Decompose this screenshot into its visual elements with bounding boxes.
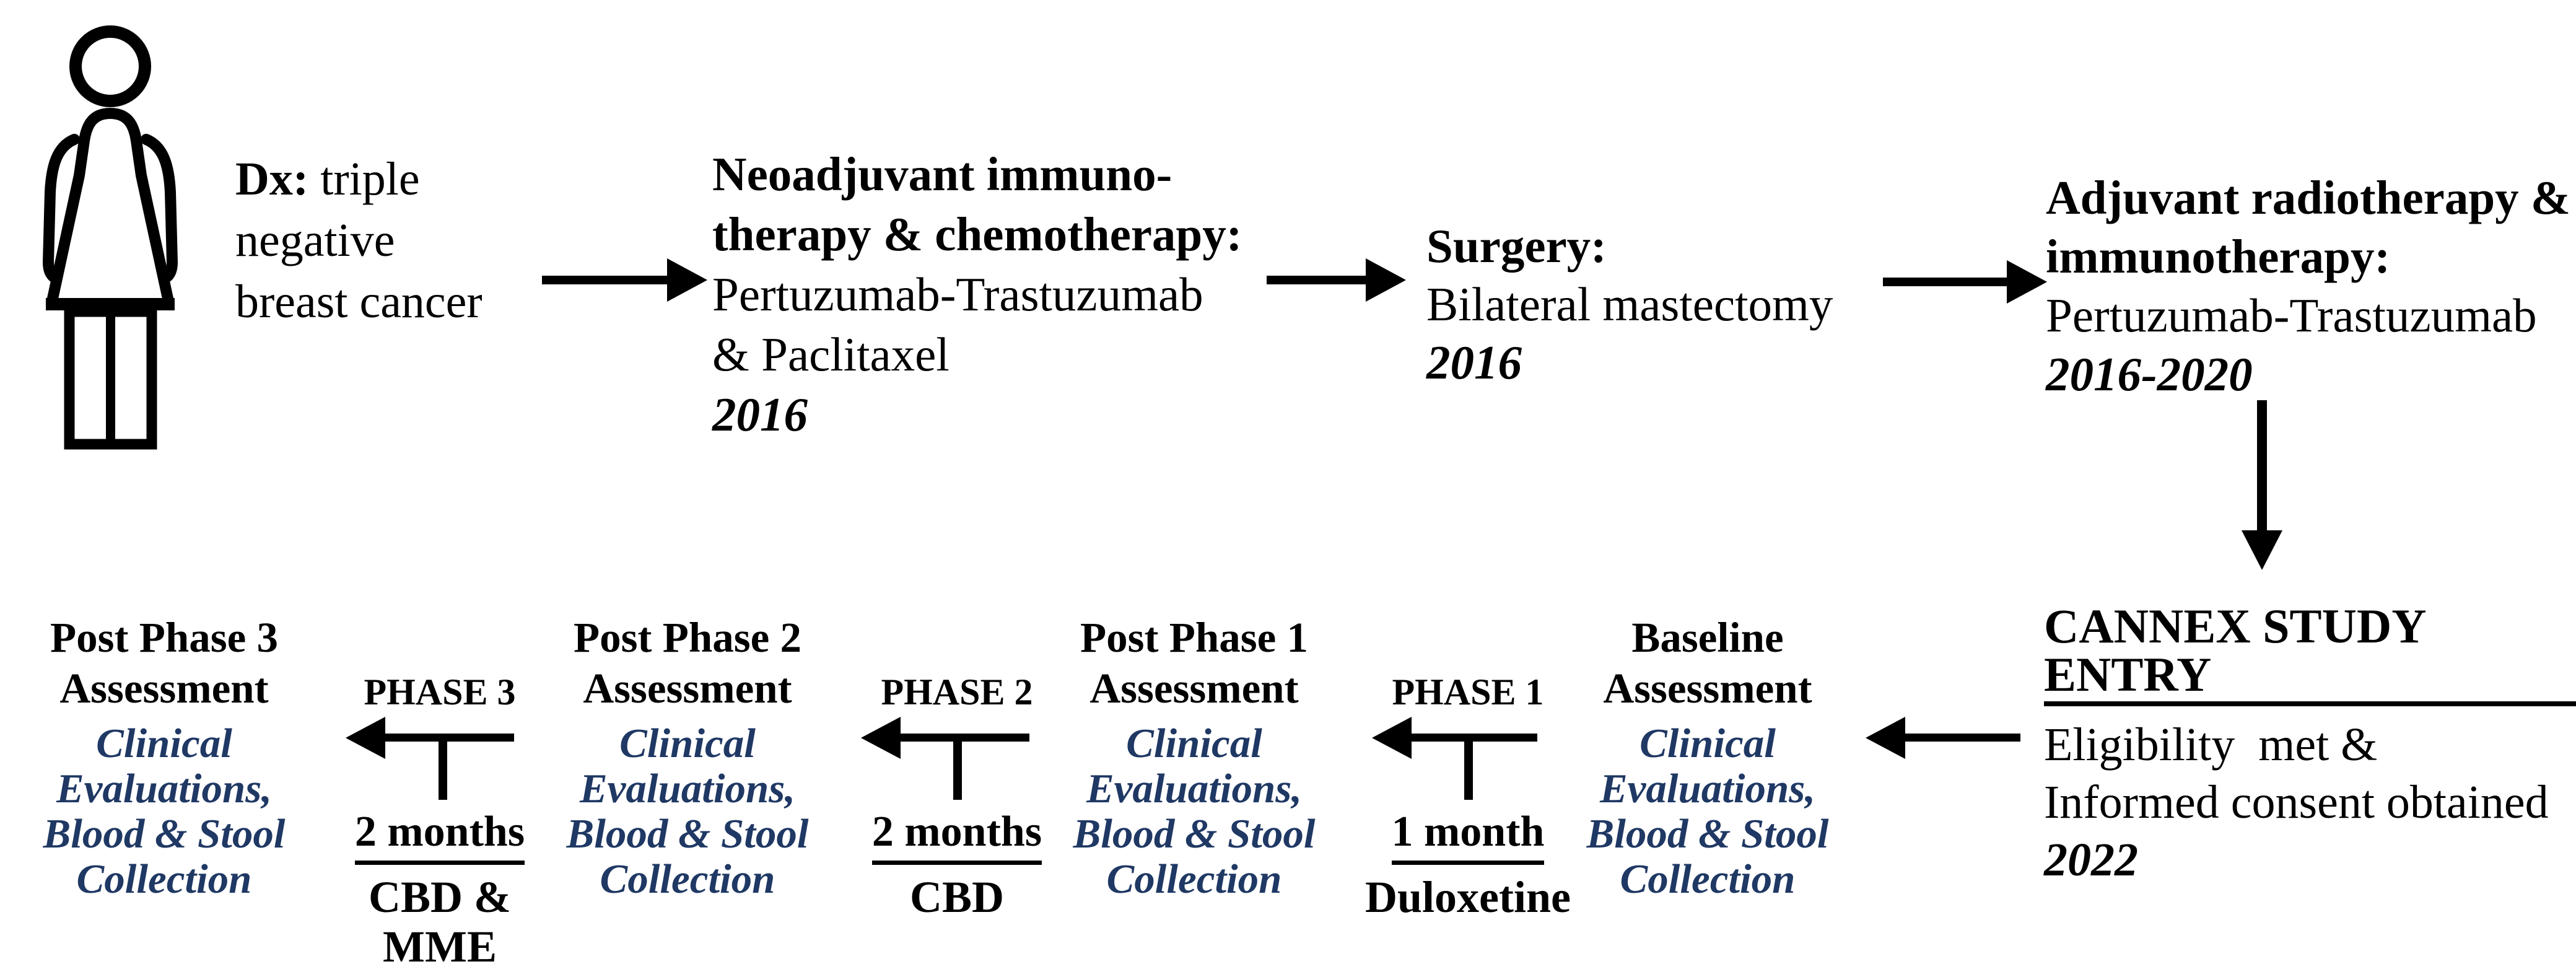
- diagnosis-block: Dx: triple negative breast cancer: [235, 149, 582, 333]
- study-entry-block: CANNEX STUDY ENTRY Eligibility met & Inf…: [2044, 602, 2576, 889]
- diagnosis-label: Dx:: [235, 153, 309, 205]
- arrow-shaft: [899, 734, 1029, 742]
- assessment-detail-line: Clinical: [619, 721, 756, 766]
- assessment-title-line: Post Phase 3: [50, 614, 278, 661]
- step-detail-line: Pertuzumab-Trastuzumab: [2046, 289, 2537, 342]
- flow-arrow-left-entry: [1866, 717, 2020, 759]
- assessment-detail-line: Collection: [600, 856, 775, 902]
- phase-1-label: PHASE 1: [1392, 672, 1544, 712]
- arrow-tbar: [1464, 740, 1473, 800]
- assessment-detail-line: Evaluations,: [1599, 766, 1816, 812]
- study-entry-consent: Informed consent obtained: [2044, 776, 2549, 828]
- phase-3-label: PHASE 3: [364, 672, 516, 712]
- phase-2-intervention: CBD: [909, 872, 1004, 922]
- arrow-head-right-icon: [2007, 260, 2047, 304]
- treatment-step-neoadjuvant: Neoadjuvant immuno- therapy & chemothera…: [712, 144, 1245, 445]
- arrow-tbar: [953, 740, 962, 800]
- assessment-detail-line: Blood & Stool: [1586, 811, 1829, 857]
- phase-3-duration: 2 months: [319, 807, 561, 865]
- step-title-line: Neoadjuvant immuno-: [712, 147, 1172, 201]
- assessment-title-line: Post Phase 1: [1080, 614, 1308, 661]
- assessment-column-post-phase-1: Post Phase 1 Assessment Clinical Evaluat…: [1058, 612, 1330, 902]
- arrow-head-down-icon: [2242, 530, 2282, 570]
- phase-2-arrow: [861, 717, 1029, 804]
- assessment-detail-line: Evaluations,: [56, 766, 273, 812]
- assessment-title-line: Baseline: [1631, 614, 1784, 661]
- assessment-detail-line: Clinical: [96, 721, 232, 766]
- step-detail-line: Pertuzumab-Trastuzumab: [712, 268, 1203, 321]
- flow-arrow-right-3: [1883, 260, 2047, 304]
- assessment-title-line: Post Phase 2: [574, 614, 801, 661]
- arrow-shaft: [2257, 400, 2267, 534]
- phase-1-duration: 1 month: [1347, 807, 1589, 865]
- assessment-detail-line: Blood & Stool: [566, 811, 809, 857]
- phase-3-arrow: [346, 717, 514, 804]
- arrow-shaft: [1904, 734, 2020, 742]
- diagnosis-line: negative: [235, 214, 395, 266]
- step-detail-line: & Paclitaxel: [712, 328, 950, 381]
- arrow-shaft: [384, 734, 514, 742]
- phase-3-intervention: CBD & MME: [369, 872, 511, 971]
- assessment-detail-line: Collection: [1620, 856, 1796, 902]
- study-entry-title: CANNEX STUDY ENTRY: [2044, 602, 2576, 706]
- arrow-head-left-icon: [1866, 717, 1905, 759]
- step-period: 2016: [712, 388, 808, 441]
- flow-arrow-down: [2236, 400, 2288, 570]
- phase-2-label: PHASE 2: [881, 672, 1033, 712]
- assessment-detail-line: Evaluations,: [579, 766, 796, 812]
- step-title-line: Surgery:: [1426, 219, 1607, 273]
- step-title-line: immunotherapy:: [2046, 230, 2391, 283]
- assessment-column-post-phase-2: Post Phase 2 Assessment Clinical Evaluat…: [551, 612, 824, 902]
- arrow-head-left-icon: [861, 717, 901, 759]
- phase-1-arrow: [1372, 717, 1537, 804]
- step-title-line: Adjuvant radiotherapy &: [2046, 171, 2571, 224]
- assessment-detail-line: Collection: [1106, 856, 1282, 902]
- study-entry-year: 2022: [2044, 834, 2138, 886]
- assessment-detail-line: Collection: [76, 856, 252, 902]
- assessment-detail-line: Blood & Stool: [1073, 811, 1316, 857]
- diagnosis-line: Dx: triple: [235, 153, 420, 205]
- assessment-column-post-phase-3: Post Phase 3 Assessment Clinical Evaluat…: [28, 612, 300, 902]
- step-period: 2016: [1426, 336, 1522, 389]
- assessment-detail-line: Evaluations,: [1086, 766, 1303, 812]
- phase-1-intervention: Duloxetine: [1365, 872, 1571, 922]
- assessment-detail-line: Clinical: [1126, 721, 1262, 766]
- step-detail-line: Bilateral mastectomy: [1426, 278, 1833, 331]
- arrow-shaft: [542, 276, 668, 284]
- woman-icon: [42, 25, 178, 450]
- assessment-title-line: Assessment: [1089, 665, 1299, 712]
- arrow-head-right-icon: [1366, 258, 1406, 302]
- assessment-title-line: Assessment: [1603, 665, 1812, 712]
- assessment-title-line: Assessment: [59, 665, 269, 712]
- step-period: 2016-2020: [2046, 348, 2253, 401]
- arrow-head-left-icon: [346, 717, 385, 759]
- assessment-column-baseline: Baseline Assessment Clinical Evaluations…: [1571, 612, 1844, 902]
- diagnosis-line: breast cancer: [235, 276, 482, 328]
- treatment-step-adjuvant: Adjuvant radiotherapy & immunotherapy: P…: [2046, 169, 2576, 404]
- study-entry-eligibility: Eligibility met &: [2044, 719, 2378, 771]
- step-title-line: therapy & chemotherapy:: [712, 208, 1242, 261]
- assessment-title-line: Assessment: [583, 665, 792, 712]
- arrow-tbar: [439, 740, 447, 800]
- arrow-shaft: [1267, 276, 1366, 284]
- treatment-step-surgery: Surgery: Bilateral mastectomy 2016: [1426, 217, 1872, 392]
- assessment-detail-line: Clinical: [1639, 721, 1776, 766]
- arrow-shaft: [1410, 734, 1537, 742]
- assessment-detail-line: Blood & Stool: [43, 811, 286, 857]
- arrow-head-right-icon: [667, 258, 707, 302]
- arrow-shaft: [1883, 278, 2007, 286]
- flow-arrow-right-1: [542, 258, 707, 302]
- phase-2-duration: 2 months: [836, 807, 1078, 865]
- arrow-head-left-icon: [1372, 717, 1412, 759]
- flow-arrow-right-2: [1267, 258, 1406, 302]
